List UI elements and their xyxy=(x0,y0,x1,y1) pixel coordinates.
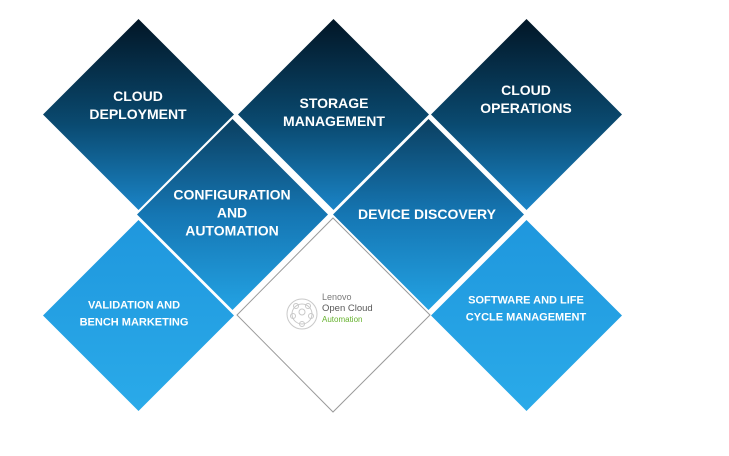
label-cloud-operations: CLOUD OPERATIONS xyxy=(480,81,572,116)
logo-line-open-cloud: Open Cloud xyxy=(322,303,373,314)
label-validation-bench-marketing: VALIDATION AND BENCH MARKETING xyxy=(79,299,189,329)
logo-line-automation: Automation xyxy=(322,315,363,324)
label-cloud-deployment: CLOUD DEPLOYMENT xyxy=(89,87,187,122)
lenovo-sphere-icon xyxy=(286,298,318,330)
label-device-discovery: DEVICE DISCOVERY xyxy=(358,205,496,222)
label-configuration-automation: CONFIGURATION AND AUTOMATION xyxy=(173,186,291,240)
logo-line-lenovo: Lenovo xyxy=(322,292,352,302)
label-software-lifecycle-management: SOFTWARE AND LIFE CYCLE MANAGEMENT xyxy=(465,294,587,324)
logo-wordmark: Lenovo Open Cloud Automation xyxy=(322,292,373,325)
label-storage-management: STORAGE MANAGEMENT xyxy=(283,94,385,129)
